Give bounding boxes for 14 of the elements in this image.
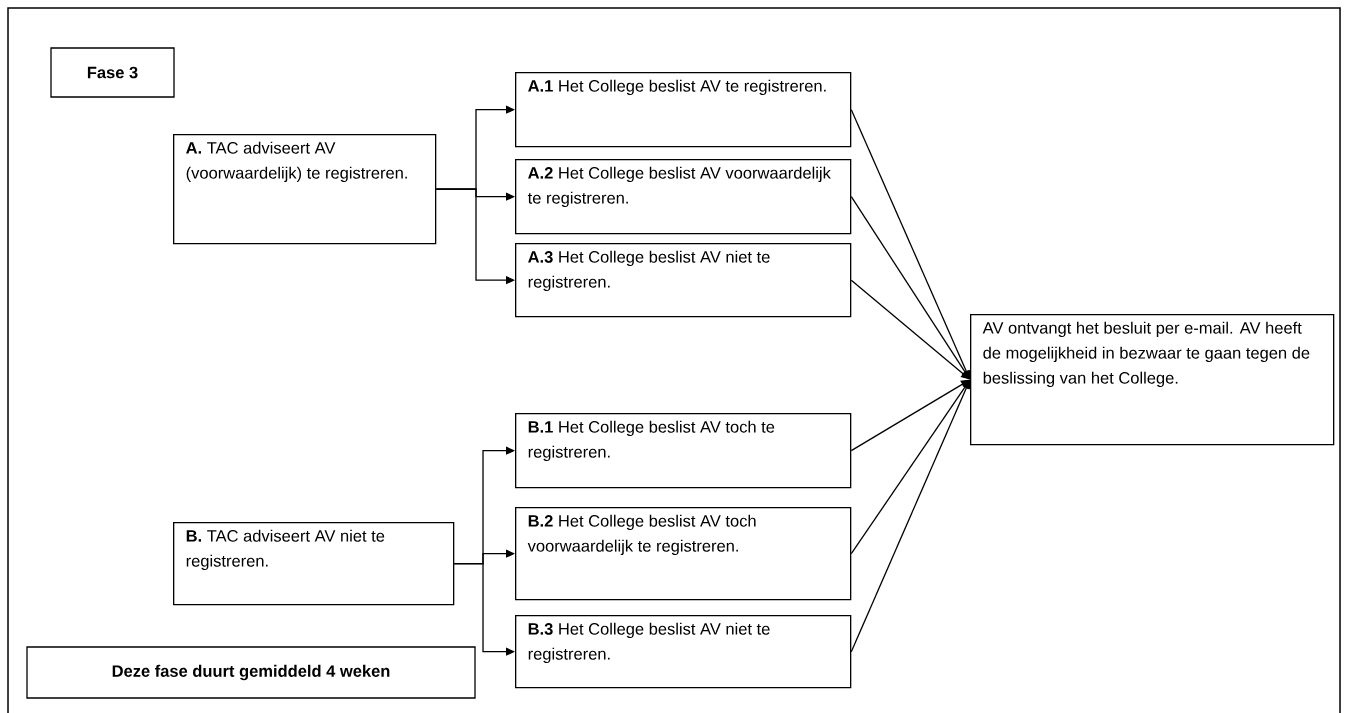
arrow	[850, 379, 970, 452]
decision-box: A.3 Het College beslist AV niet te registreren.	[515, 243, 852, 318]
decision-box: A.1 Het College beslist AV te registreren.	[515, 72, 852, 148]
advice-box: A. TAC adviseert AV (voorwaardelijk) te registreren.	[173, 134, 437, 245]
advice-box: B. TAC adviseert AV niet te registreren.	[173, 522, 455, 606]
arrow	[453, 563, 515, 656]
arrow	[850, 279, 970, 380]
outcome-box: AV ontvangt het besluit per e-mail. AV heeft de mogelijkheid in bezwaar te gaan tegen de beslissing van het College.	[970, 314, 1335, 446]
decision-box: B.1 Het College beslist AV toch te registreren.	[515, 413, 852, 489]
decision-box: B.3 Het College beslist AV niet te registreren.	[515, 615, 852, 689]
phase-label-box: Fase 3	[50, 47, 175, 98]
decision-box: A.2 Het College beslist AV voorwaardelijk te registreren.	[515, 159, 852, 235]
decision-box: B.2 Het College beslist AV toch voorwaardelijk te registreren.	[515, 507, 852, 601]
duration-box: Deze fase duurt gemiddeld 4 weken	[26, 646, 476, 699]
